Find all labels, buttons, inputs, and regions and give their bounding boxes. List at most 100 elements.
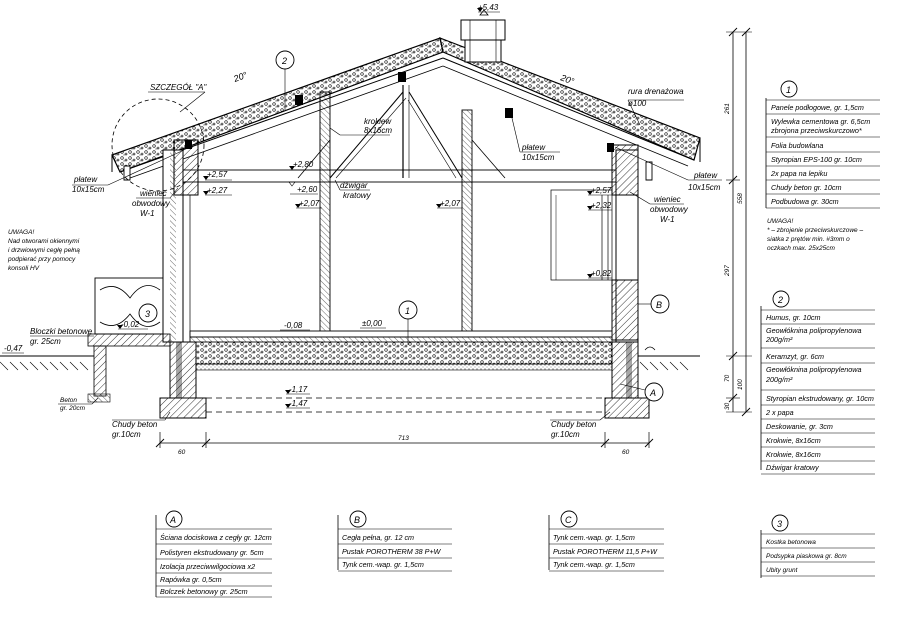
marker-2: 2 (281, 56, 287, 66)
legend-b: B Cegła pełna, gr. 12 cm Pustak POROTHER… (337, 510, 452, 572)
rafter-label: krokiew (364, 117, 392, 126)
legend-row: Dźwigar kratowy (766, 463, 819, 472)
dimension-label: 261 (724, 103, 731, 115)
blocks-size: gr. 25cm (30, 337, 61, 346)
legend-row: Keramzyt, gr. 6cm (766, 352, 824, 361)
dimension-label: 297 (724, 265, 731, 277)
level-label: +2,32 (591, 201, 612, 210)
purlin-top-left-block (398, 72, 406, 82)
legend-1-note: oczkach max. 25x25cm (767, 245, 836, 252)
ring-beam-left-1: wieniec (140, 189, 167, 198)
level-label: -1,17 (289, 385, 308, 394)
legend-row: 200g/m² (765, 335, 793, 344)
level-label: +2,57 (207, 170, 228, 179)
ring-beam-left-3: W-1 (140, 209, 155, 218)
footing-right (604, 397, 650, 419)
concrete-label: Beton (60, 397, 77, 404)
right-dimension (726, 27, 752, 417)
purlin-mid-label: płatew (521, 143, 546, 152)
legend-row: Krokwie, 8x16cm (766, 450, 821, 459)
drawing-labels: SZCZEGÓŁ "A" 20° 20° +5,43 rura drenażow… (4, 3, 744, 456)
level-label: -1,47 (289, 399, 308, 408)
level-label: -0,47 (4, 344, 23, 353)
purlin-left-label: płatew (73, 175, 98, 184)
legend-row: zbrojona przeciwskurczowo* (770, 126, 862, 135)
legend-row: Folia budowlana (771, 141, 823, 150)
marker-1: 1 (405, 306, 410, 316)
purlin-right-size: 10x15cm (688, 183, 721, 192)
level-label: -0,08 (284, 321, 303, 330)
legend-1-number: 1 (786, 85, 791, 95)
note-line-2: i drzwiowymi cegłę pełną (8, 247, 80, 254)
legend-1-note: * – zbrojenie przeciwskurczowe – (767, 227, 863, 234)
legend-1-note: siatka z prętów min. #3mm o (767, 236, 850, 243)
legend-c: C Tynk cem.-wap. gr. 1,5cm Pustak POROTH… (548, 510, 664, 572)
legend-row: Pustak POROTHERM 11,5 P+W (553, 547, 658, 556)
legend-row: Deskowanie, gr. 3cm (766, 422, 833, 431)
legend-row: Krokwie, 8x16cm (766, 436, 821, 445)
girder-label: dźwigar (340, 181, 368, 190)
legend-3-number: 3 (777, 519, 782, 529)
marker-3: 3 (145, 309, 150, 319)
legend-row: Ubity grunt (766, 567, 799, 574)
level-label: +2,57 (591, 186, 612, 195)
legend-3: 3 Kostka betonowa Podsypka piaskowa gr. … (760, 514, 875, 578)
level-label: +2,60 (297, 185, 318, 194)
note-line-1: Nad otworami okiennymi (8, 238, 80, 245)
chimney-level: +5,43 (478, 3, 499, 12)
legend-row: Geowłóknina polipropylenowa (766, 365, 862, 374)
level-label: +2,80 (293, 160, 314, 169)
note-line-4: konsoli HV (8, 265, 40, 272)
ring-beam-right-1: wieniec (654, 195, 681, 204)
roof-angle-right: 20° (558, 72, 576, 87)
legend-row: Tynk cem.-wap. gr. 1,5cm (342, 560, 424, 569)
footing-left (159, 397, 207, 419)
floor-slab (189, 330, 613, 338)
floor-foundation (0, 277, 700, 419)
level-label: +2,27 (207, 186, 228, 195)
foundation-right (611, 341, 639, 399)
dimension-label: 713 (398, 435, 409, 442)
blocks-label: Bloczki betonowe (30, 327, 93, 336)
legend-row: Podbudowa gr. 30cm (771, 197, 839, 206)
foundation-left (169, 341, 197, 399)
legend-a: A Ściana dociskowa z cegły gr. 12cm Poli… (155, 510, 272, 598)
legend-1-note-title: UWAGA! (767, 218, 793, 225)
note-title: UWAGA! (8, 229, 34, 236)
drain-pipe-size: ø100 (628, 99, 647, 108)
dimension-label: 558 (737, 193, 744, 204)
dimension-label: 100 (737, 379, 744, 390)
level-underlines (2, 11, 612, 409)
legend-row: Tynk cem.-wap. gr. 1,5cm (553, 533, 635, 542)
legend-row: Styropian EPS-100 gr. 10cm (771, 155, 862, 164)
legend-row: 2 x papa (765, 408, 794, 417)
dimension-label: 30 (724, 402, 731, 410)
legend-row: Geowłóknina polipropylenowa (766, 326, 862, 335)
ring-beam-right-2: obwodowy (650, 205, 689, 214)
detail-a-label: SZCZEGÓŁ "A" (150, 83, 208, 92)
legend-row: Ściana dociskowa z cegły gr. 12cm (160, 533, 272, 542)
purlin-right-block (505, 108, 513, 118)
legend-row: Tynk cem.-wap. gr. 1,5cm (553, 560, 635, 569)
post-left (319, 91, 331, 333)
level-label: +0,82 (591, 269, 612, 278)
legend-row: Podsypka piaskowa gr. 8cm (766, 553, 847, 560)
legend-2: 2 Humus, gr. 10cm Geowłóknina polipropyl… (760, 290, 875, 475)
legend-row: Humus, gr. 10cm (766, 313, 820, 322)
ring-beam-right-3: W-1 (660, 215, 675, 224)
legend-row: Panele podłogowe, gr. 1,5cm (771, 103, 864, 112)
legend-row: Polistyren ekstrudowany gr. 5cm (160, 548, 264, 557)
legend-2-number: 2 (777, 295, 783, 305)
concrete-size: gr. 20cm (60, 405, 86, 412)
bottom-dimension (155, 432, 654, 448)
timber-structure (181, 85, 621, 333)
legend-b-letter: B (354, 515, 360, 525)
detail-markers (138, 50, 670, 402)
legend-row: Bolczek betonowy gr. 25cm (160, 587, 248, 596)
rafter-size: 8x16cm (364, 126, 392, 135)
purlin-mid-size: 10x15cm (522, 153, 555, 162)
legend-c-letter: C (565, 515, 572, 525)
girder-sublabel: kratowy (343, 191, 372, 200)
level-triangles (117, 8, 593, 408)
